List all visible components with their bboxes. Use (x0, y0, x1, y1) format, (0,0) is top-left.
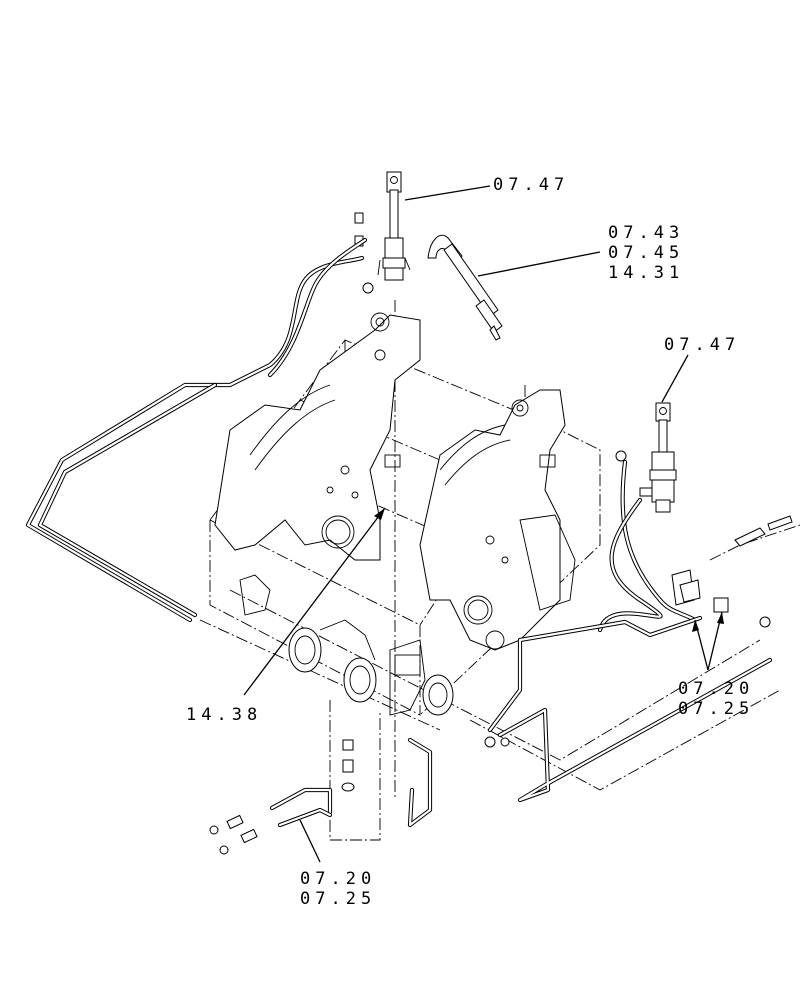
callout-frame: 14.38 (186, 705, 262, 725)
arrowhead-right-a (692, 620, 699, 632)
callout-valve-c: 14.31 (608, 263, 684, 283)
callout-labels: 07.47 07.43 07.45 14.31 07.47 14.38 07.2… (186, 175, 754, 909)
lift-cylinder-right (615, 402, 677, 513)
leader-lines (243, 185, 724, 863)
lift-cylinder-top (354, 171, 411, 294)
arrowhead-right-b (717, 612, 724, 624)
valve-rod-assembly (427, 234, 503, 341)
frame-assembly (199, 300, 801, 841)
callout-bottom-a: 07.20 (300, 869, 376, 889)
callout-valve-b: 07.45 (608, 243, 684, 263)
left-side-plate (214, 314, 421, 561)
callout-cylinder-top: 07.47 (493, 175, 569, 195)
callout-bottom-b: 07.25 (300, 889, 376, 909)
callout-right-b: 07.25 (678, 699, 754, 719)
control-valve-block (671, 515, 793, 628)
callout-valve-a: 07.43 (608, 223, 684, 243)
callout-right-a: 07.20 (678, 679, 754, 699)
arrowhead-frame (374, 508, 385, 520)
hydraulic-lines (25, 237, 773, 855)
right-side-plate (419, 389, 566, 651)
callout-cylinder-right: 07.47 (664, 335, 740, 355)
